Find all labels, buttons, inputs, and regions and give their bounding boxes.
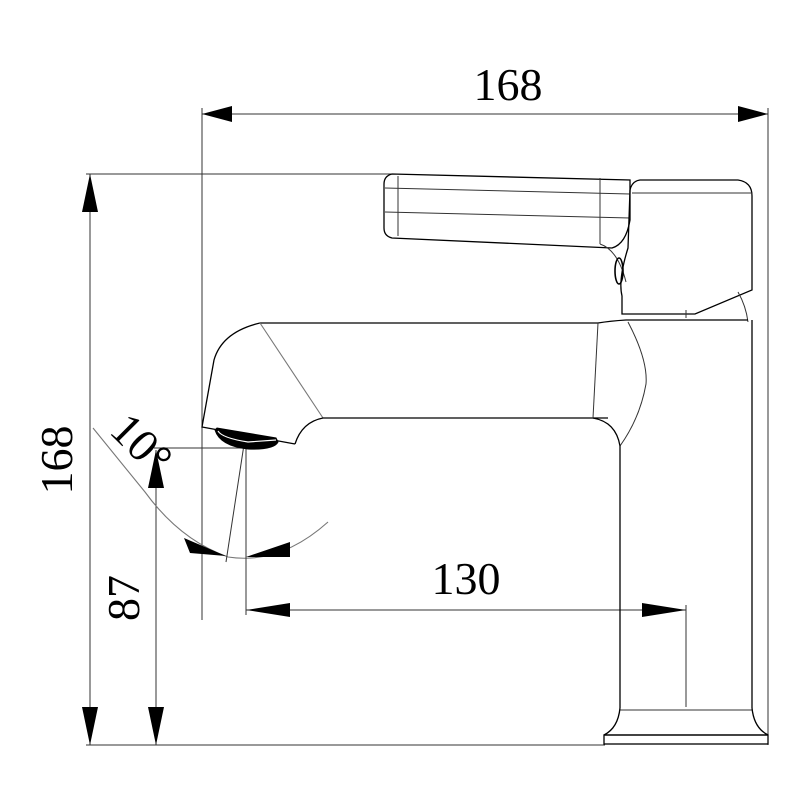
overall-width-label: 168 (474, 59, 543, 110)
handle-bevel-top (384, 187, 631, 195)
spout-joint-line (592, 322, 599, 419)
handle-cap-block (620, 179, 753, 315)
arrow-angle-right-icon (246, 542, 290, 557)
spout-body-fillet (592, 417, 621, 447)
dimension-overall-width: 168 (201, 59, 769, 745)
arrow-left-icon (202, 106, 232, 122)
spout-collar-curve (619, 321, 647, 447)
spout-height-label: 87 (98, 575, 149, 621)
faucet-body (603, 320, 769, 745)
base-plate (603, 734, 769, 745)
spout-reach-label: 130 (432, 553, 501, 604)
dimension-spout-height: 87 (98, 447, 245, 745)
arrow-up-icon (148, 450, 164, 488)
arrow-angle-left-icon (184, 538, 226, 556)
handle-bevel-bottom (384, 211, 631, 219)
arrow-right-icon (738, 106, 768, 122)
cap-side-curve (737, 291, 749, 323)
aerator-highlight (217, 430, 277, 443)
faucet-spout (201, 319, 748, 450)
arrow-down-icon (82, 707, 98, 745)
angle-ref-tilted (225, 437, 246, 563)
arrow-down-icon (148, 707, 164, 745)
body-flare (603, 707, 769, 736)
aerator-icon (214, 427, 279, 450)
spout-angle-label: 10° (101, 403, 183, 485)
arrow-up-icon (82, 174, 98, 212)
angle-arc (92, 427, 329, 559)
handle-screw-icon (614, 257, 624, 285)
spout-tip-diagonal (259, 322, 324, 419)
faucet-handle (383, 173, 753, 323)
arrow-right-icon (642, 603, 686, 617)
dimension-overall-height: 168 (31, 173, 605, 746)
dimension-spout-angle: 10° (92, 403, 329, 563)
spout-underside (294, 417, 608, 445)
spout-tip-outline (201, 322, 296, 445)
handle-lever-arm (383, 173, 631, 249)
dimension-spout-reach: 130 (245, 448, 687, 707)
arrow-left-icon (246, 603, 290, 617)
spout-top-edge (260, 319, 748, 324)
handle-neck-curve (599, 243, 627, 283)
overall-height-label: 168 (31, 426, 82, 495)
